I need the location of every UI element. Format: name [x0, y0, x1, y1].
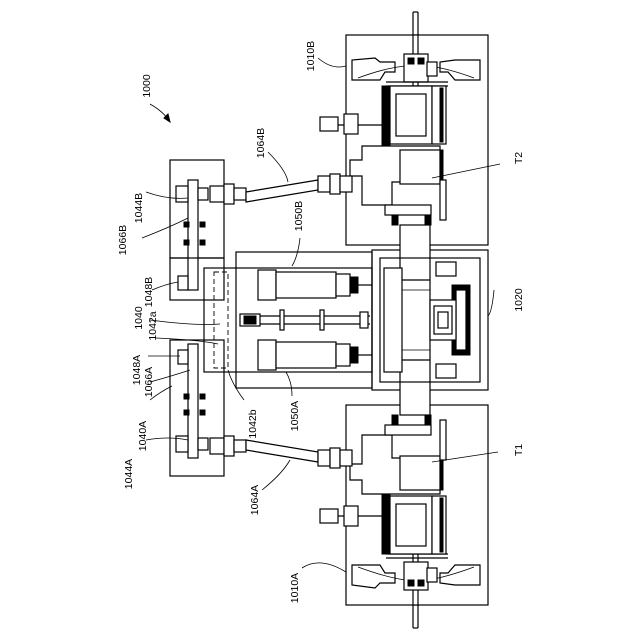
left-block-upper-1044B	[170, 160, 224, 290]
unit-1020	[372, 225, 488, 415]
drive-shaft-1064B	[210, 174, 352, 204]
unit-1010B	[320, 12, 488, 245]
label-1048B: 1048B	[143, 277, 155, 307]
label-1010B: 1010B	[305, 41, 317, 71]
label-1042a: 1042a	[147, 311, 159, 340]
label-T2: T2	[513, 152, 525, 164]
label-1000: 1000	[141, 74, 153, 98]
frame-1040	[204, 252, 372, 388]
label-1064A: 1064A	[249, 485, 261, 515]
label-1050A: 1050A	[289, 401, 301, 431]
label-1048A: 1048A	[131, 355, 143, 385]
label-1044B: 1044B	[133, 193, 145, 223]
label-1042b: 1042b	[247, 409, 259, 438]
drive-shaft-1064A	[210, 436, 352, 468]
unit-1010A	[320, 405, 488, 628]
label-1066A: 1066A	[143, 367, 155, 397]
label-1044A: 1044A	[123, 459, 135, 489]
label-1020: 1020	[513, 288, 525, 312]
left-block-lower-1044A	[170, 340, 224, 476]
label-1040: 1040	[133, 306, 145, 330]
label-1040A: 1040A	[137, 421, 149, 451]
label-1064B: 1064B	[255, 128, 267, 158]
label-T1: T1	[513, 444, 525, 456]
label-1050B: 1050B	[293, 201, 305, 231]
label-1066B: 1066B	[117, 225, 129, 255]
label-1010A: 1010A	[289, 573, 301, 603]
